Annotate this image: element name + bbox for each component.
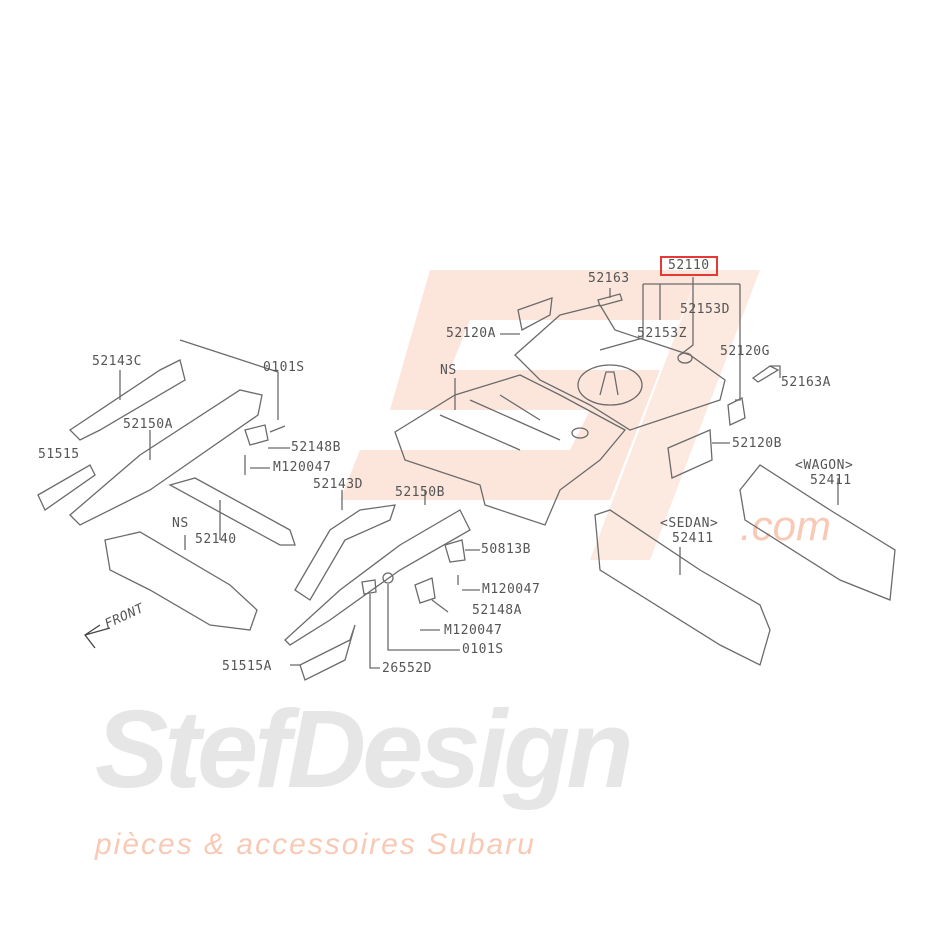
part-label-52150b[interactable]: 52150B <box>395 485 445 500</box>
part-51515-shape <box>37 464 96 511</box>
part-0101s-shape <box>382 572 394 584</box>
part-label-52163a[interactable]: 52163A <box>781 375 831 390</box>
sedan-panel-shape <box>594 509 771 666</box>
part-26552d-shape <box>361 579 377 595</box>
part-label-52163[interactable]: 52163 <box>588 271 630 286</box>
part-51515a-shape <box>299 624 356 681</box>
part-label-0101s-bot[interactable]: 0101S <box>462 642 504 657</box>
part-label-52411-wagon[interactable]: 52411 <box>810 473 852 488</box>
part-label-52411-sedan[interactable]: 52411 <box>672 531 714 546</box>
part-52148b-shape <box>244 424 269 446</box>
part-label-52120b[interactable]: 52120B <box>732 436 782 451</box>
watermark-brand: StefDesign <box>95 688 634 811</box>
part-label-52143c[interactable]: 52143C <box>92 354 142 369</box>
part-label-52120a[interactable]: 52120A <box>446 326 496 341</box>
watermark-tagline: pièces & accessoires Subaru <box>95 828 536 861</box>
wagon-panel-shape <box>739 464 896 601</box>
part-label-ns-floor[interactable]: NS <box>440 363 457 378</box>
part-52163-shape <box>597 293 623 307</box>
part-52150b-shape <box>284 509 471 646</box>
part-label-52140[interactable]: 52140 <box>195 532 237 547</box>
part-label-0101s-top[interactable]: 0101S <box>263 360 305 375</box>
floor-panel-ns <box>394 374 627 526</box>
part-label-52150a[interactable]: 52150A <box>123 417 173 432</box>
part-label-52153z[interactable]: 52153Z <box>637 326 687 341</box>
part-label-m120047-top[interactable]: M120047 <box>273 460 332 475</box>
part-52143d-shape <box>294 504 396 601</box>
tunnel-ns-shape <box>104 531 258 631</box>
part-52148a-shape <box>414 577 436 604</box>
part-label-52148a[interactable]: 52148A <box>472 603 522 618</box>
part-50813b-shape <box>444 539 466 563</box>
part-52143c-shape <box>68 359 186 441</box>
part-label-51515[interactable]: 51515 <box>38 447 80 462</box>
part-label-m120047-mid[interactable]: M120047 <box>482 582 541 597</box>
part-label-m120047-bot[interactable]: M120047 <box>444 623 503 638</box>
part-52140-shape <box>168 477 296 546</box>
watermark-logo-shape <box>340 270 700 500</box>
part-52120a-shape <box>517 297 553 331</box>
part-label-50813b[interactable]: 50813B <box>481 542 531 557</box>
label-sedan: <SEDAN> <box>660 516 719 531</box>
part-52120g-shape <box>727 397 746 426</box>
part-label-52153d[interactable]: 52153D <box>680 302 730 317</box>
part-label-51515a[interactable]: 51515A <box>222 659 272 674</box>
part-label-52143d[interactable]: 52143D <box>313 477 363 492</box>
part-52150a-shape <box>69 389 263 526</box>
front-arrow-icon <box>84 624 111 649</box>
part-label-52110-highlighted[interactable]: 52110 <box>660 256 718 276</box>
part-label-ns-tunnel[interactable]: NS <box>172 516 189 531</box>
part-52120b-shape <box>667 429 713 479</box>
rear-floor-panel <box>514 304 726 431</box>
label-wagon: <WAGON> <box>795 458 854 473</box>
leader-52110 <box>599 277 741 401</box>
part-52163a-shape <box>751 365 780 383</box>
part-label-52148b[interactable]: 52148B <box>291 440 341 455</box>
part-label-26552d[interactable]: 26552D <box>382 661 432 676</box>
part-label-52120g[interactable]: 52120G <box>720 344 770 359</box>
watermark-domain: .com <box>740 502 832 549</box>
